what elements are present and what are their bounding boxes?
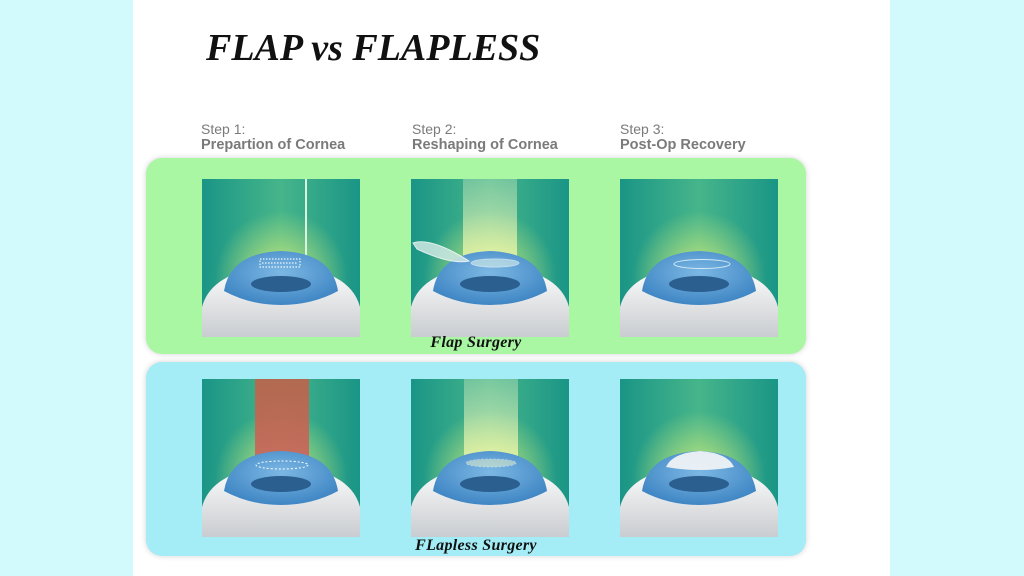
flap-step-3-illustration [620, 179, 778, 337]
step-3-name: Post-Op Recovery [620, 137, 746, 153]
laser-dots-icon [259, 258, 301, 268]
flap-step-2-illustration [411, 179, 569, 337]
laser-beam-icon [463, 179, 517, 265]
laser-beam-icon [464, 379, 518, 465]
page-title: FLAP vs FLAPLESS [206, 27, 541, 69]
healed-flap-icon [673, 259, 731, 269]
epithelium-cap-icon [666, 451, 734, 470]
step-2-name: Reshaping of Cornea [412, 137, 558, 153]
step-2-header: Step 2: Reshaping of Cornea [412, 121, 558, 153]
corneal-flap-icon [412, 241, 471, 263]
flap-step-1-illustration [202, 179, 360, 337]
flapless-step-3-illustration [620, 379, 778, 537]
step-1-name: Prepartion of Cornea [201, 137, 346, 153]
flapless-step-2-illustration [411, 379, 569, 537]
step-3-header: Step 3: Post-Op Recovery [620, 121, 746, 153]
flap-surgery-caption: Flap Surgery [430, 334, 522, 351]
step-1-header: Step 1: Prepartion of Cornea [201, 121, 345, 153]
flapless-step-1-illustration [202, 379, 360, 537]
step-3-number: Step 3: [620, 121, 665, 137]
step-2-number: Step 2: [412, 121, 457, 137]
flapless-surgery-caption: FLapless Surgery [415, 537, 537, 554]
step-1-number: Step 1: [201, 121, 246, 137]
